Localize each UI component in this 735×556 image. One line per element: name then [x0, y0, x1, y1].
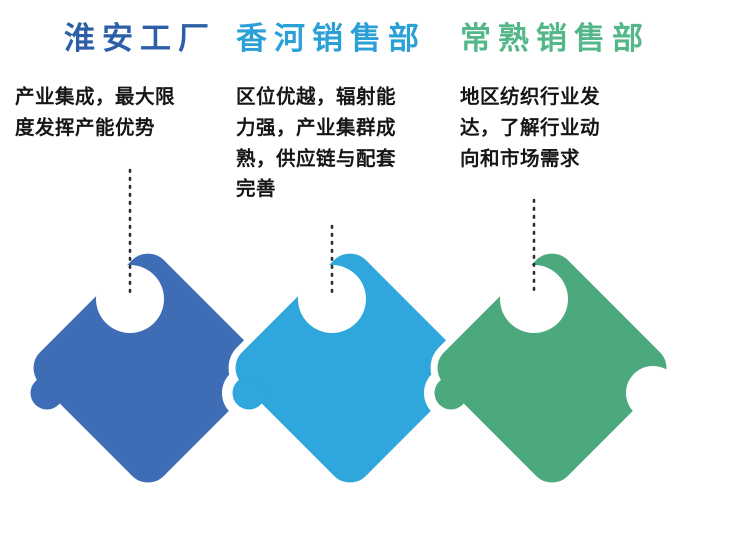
piece-notch [626, 366, 680, 420]
column-title-huaian: 淮安工厂 [64, 21, 216, 56]
column-title-changshu: 常熟销售部 [460, 21, 650, 56]
column-title-xianghe: 香河销售部 [236, 21, 426, 56]
piece-knob [30, 376, 64, 410]
piece-hole [500, 265, 568, 333]
piece-knob [232, 376, 266, 410]
piece-hole [298, 265, 366, 333]
puzzle-piece-body [26, 246, 270, 490]
piece-hole [96, 265, 164, 333]
column-description-xianghe: 区位优越，辐射能力强，产业集群成熟，供应链与配套完善 [236, 86, 397, 201]
puzzle-piece-body [430, 246, 674, 490]
piece-knob [434, 376, 468, 410]
puzzle-piece-body [228, 246, 472, 490]
column-description-changshu: 地区纺织行业发达，了解行业动向和市场需求 [460, 86, 601, 170]
puzzle-piece-changshu [430, 246, 680, 490]
column-description-huaian: 产业集成，最大限度发挥产能优势 [15, 86, 176, 139]
